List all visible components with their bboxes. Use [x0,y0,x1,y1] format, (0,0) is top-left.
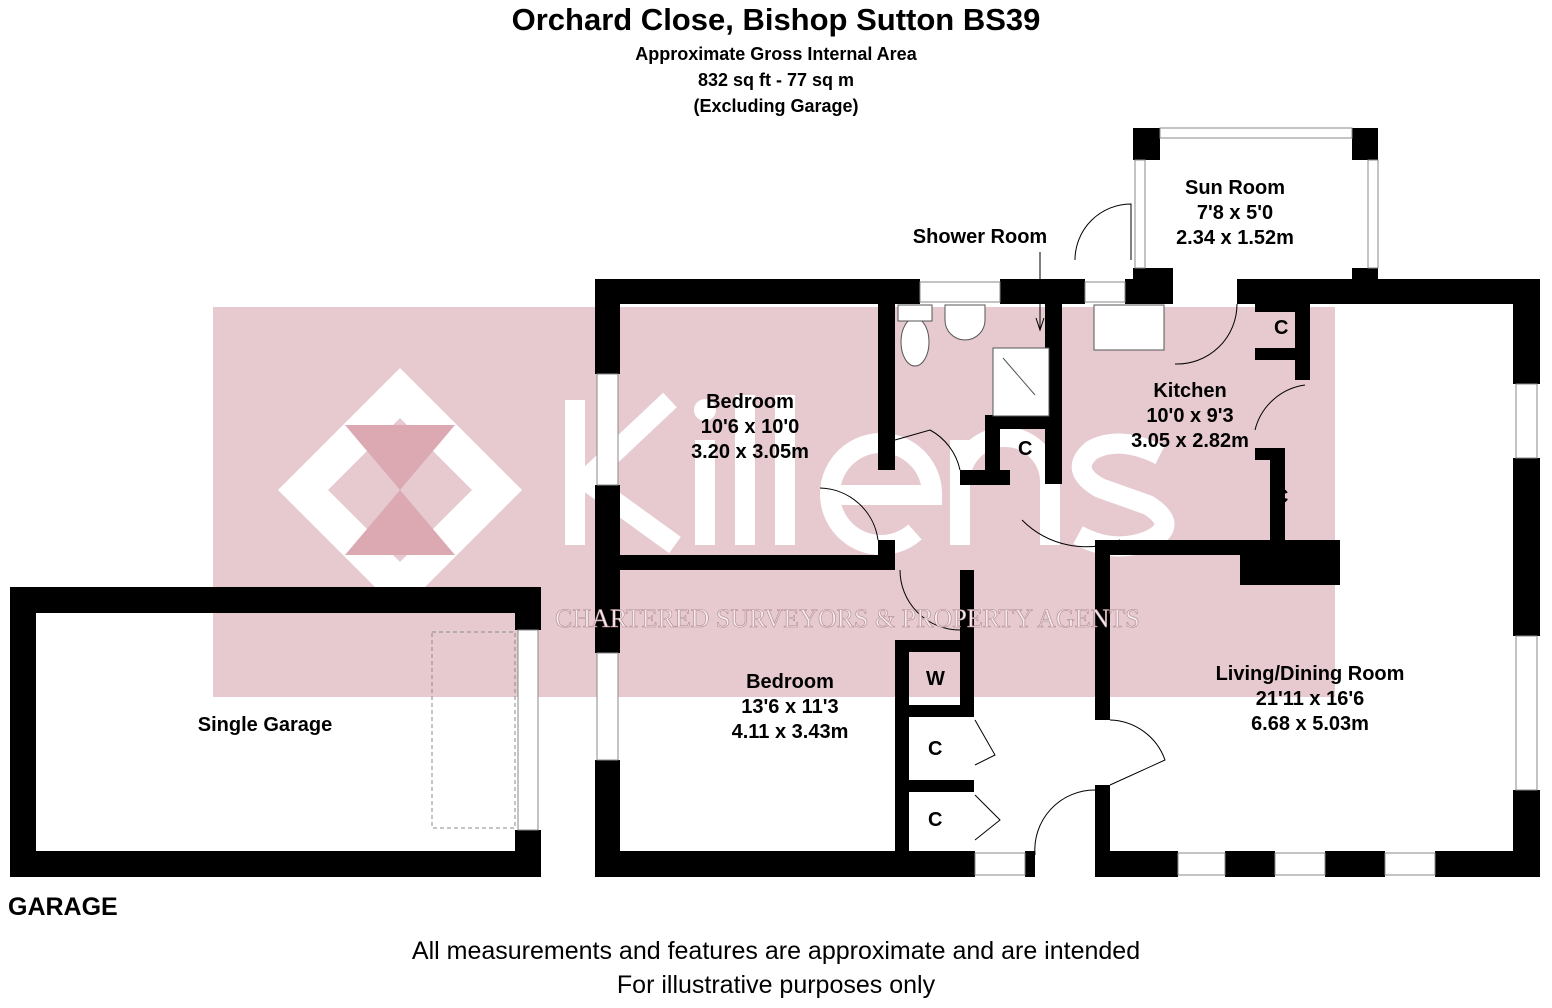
fixtures [897,304,1165,417]
garage-window [517,629,539,831]
room-living-dining: Living/Dining Room 21'11 x 16'6 6.68 x 5… [1190,662,1430,737]
shower-room-pointer [1035,252,1045,332]
area-note: (Excluding Garage) [693,96,859,116]
sun-room-door [1074,203,1132,261]
room-name: Kitchen [1153,380,1227,402]
room-metric: 4.11 x 3.43m [731,721,849,743]
room-bedroom-2: Bedroom 13'6 x 11'3 4.11 x 3.43m [700,670,880,745]
room-name: Living/Dining Room [1215,663,1405,685]
room-imperial: 10'0 x 9'3 [1146,405,1234,427]
room-metric: 2.34 x 1.52m [1176,227,1294,249]
room-name: Bedroom [706,391,794,413]
room-imperial: 10'6 x 10'0 [700,416,800,438]
room-sun-room: Sun Room 7'8 x 5'0 2.34 x 1.52m [1150,176,1320,251]
sun-room-windows [1134,127,1379,269]
disclaimer-line-1: All measurements and features are approx… [411,937,1141,965]
disclaimer-line-2: For illustrative purposes only [616,971,936,999]
wardrobe-label: W [926,668,945,690]
room-metric: 3.20 x 3.05m [691,441,809,463]
area-label: Approximate Gross Internal Area [635,44,917,64]
room-single-garage: Single Garage [197,714,333,736]
cupboard-label: C [1018,438,1033,460]
room-imperial: 13'6 x 11'3 [741,696,839,718]
house-walls [595,279,1540,877]
garage-heading: GARAGE [8,893,118,921]
watermark-brand-lettering [565,392,1175,557]
room-bedroom-1: Bedroom 10'6 x 10'0 3.20 x 3.05m [660,390,840,465]
area-value: 832 sq ft - 77 sq m [697,70,855,90]
room-shower-room: Shower Room [912,226,1048,248]
room-metric: 6.68 x 5.03m [1251,713,1369,735]
cupboard-label: C [928,738,943,760]
cupboard-label: C [928,809,943,831]
room-imperial: 21'11 x 16'6 [1255,688,1365,710]
room-imperial: 7'8 x 5'0 [1196,202,1274,224]
page-title: Orchard Close, Bishop Sutton BS39 [511,2,1041,37]
room-kitchen: Kitchen 10'0 x 9'3 3.05 x 2.82m [1110,379,1270,454]
watermark-logo [278,368,522,612]
cupboard-label: C [1274,486,1289,508]
cupboard-label: C [1274,317,1289,339]
room-name: Bedroom [746,671,834,693]
door-swings [819,303,1306,856]
garage-walls [10,587,541,877]
room-name: Sun Room [1185,177,1285,199]
room-metric: 3.05 x 2.82m [1131,430,1249,452]
house-windows [596,281,1538,876]
watermark-tagline: CHARTERED SURVEYORS & PROPERTY AGENTS [555,604,1140,633]
